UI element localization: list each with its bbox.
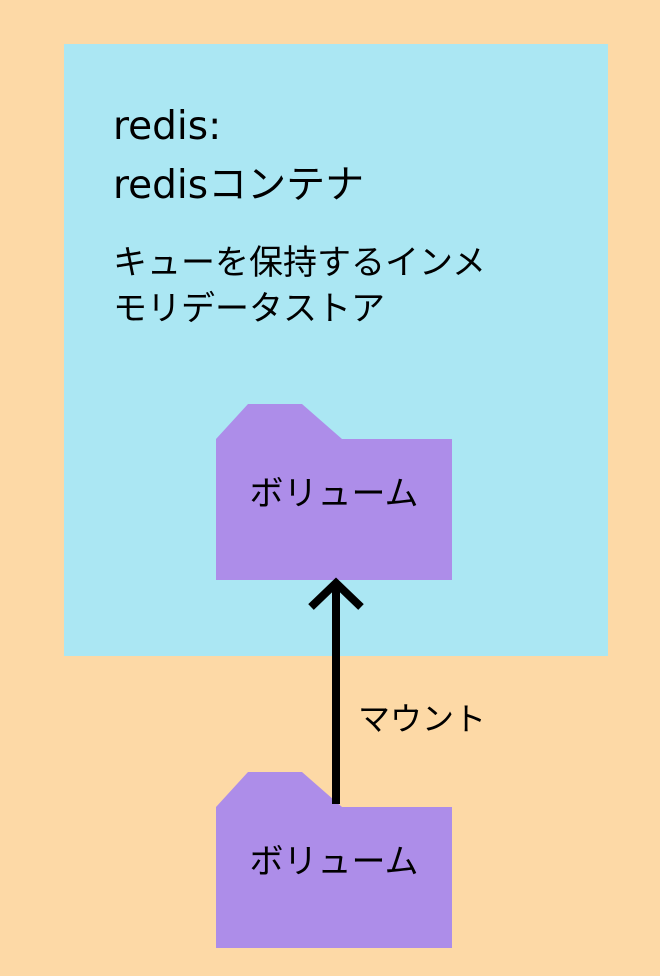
container-title-line1: redis: bbox=[113, 104, 222, 149]
container-volume-label: ボリューム bbox=[249, 474, 419, 514]
host-volume-label: ボリューム bbox=[249, 842, 419, 882]
container-description-line2: モリデータストア bbox=[113, 289, 385, 329]
container-volume-folder-icon bbox=[216, 404, 452, 580]
host-volume-folder-icon bbox=[216, 772, 452, 948]
container-description-line1: キューを保持するインメ bbox=[113, 243, 486, 283]
mount-arrowhead bbox=[308, 577, 364, 610]
mount-label: マウント bbox=[358, 700, 487, 738]
container-title-line2: redisコンテナ bbox=[113, 163, 365, 208]
